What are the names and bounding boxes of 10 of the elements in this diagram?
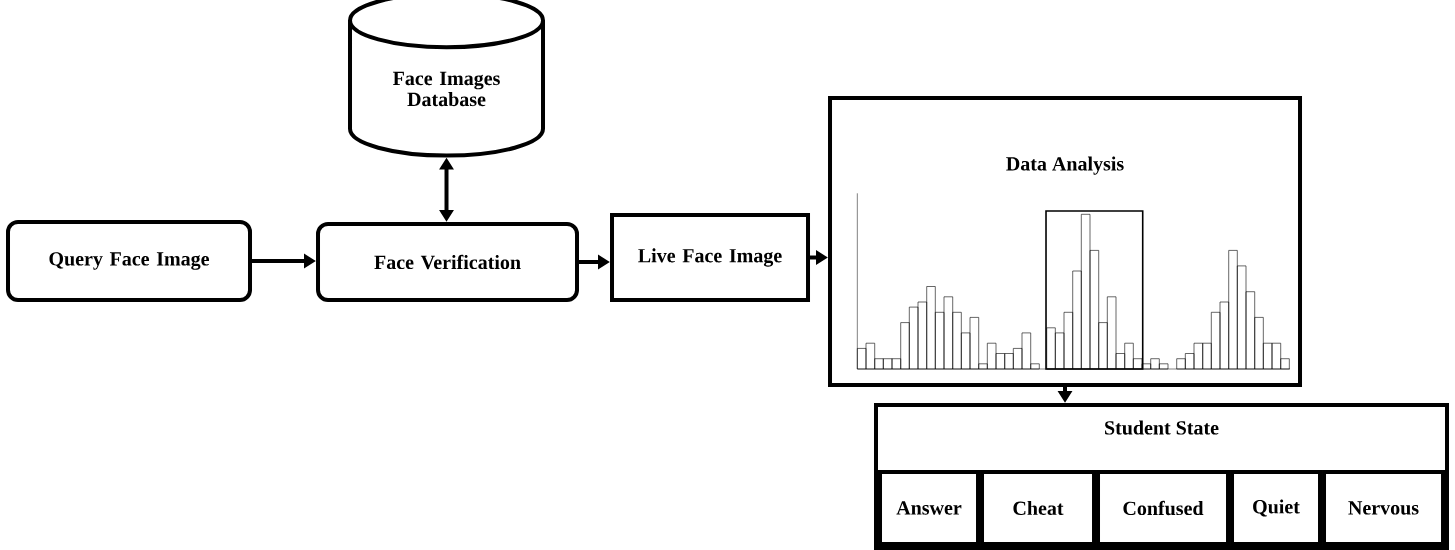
state-cell: Quiet — [1230, 470, 1322, 546]
state-cell: Nervous — [1322, 470, 1445, 546]
database-cylinder: Face Images Database — [348, 0, 545, 158]
state-cell: Confused — [1096, 470, 1230, 546]
state-cell: Cheat — [980, 470, 1096, 546]
analysis-panel: Data Analysis — [828, 96, 1302, 387]
process-box: Live Face Image — [610, 213, 810, 302]
process-box: Face Verification — [316, 222, 579, 302]
state-cell: Answer — [878, 470, 980, 546]
process-box: Query Face Image — [6, 220, 252, 302]
